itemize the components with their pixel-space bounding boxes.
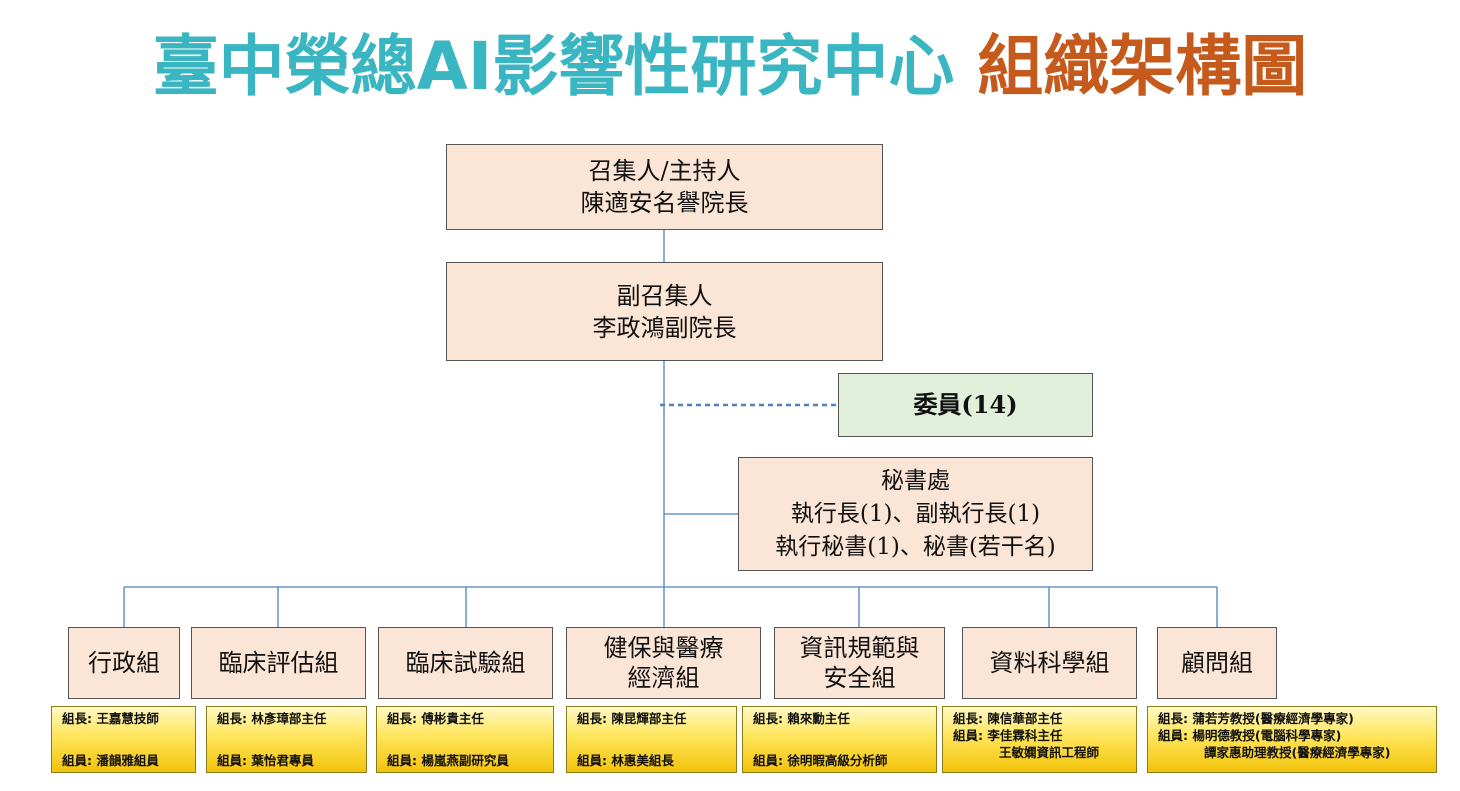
convener-box: 召集人/主持人 陳適安名譽院長 bbox=[446, 144, 883, 230]
card-leader-row: 組長: 王嘉慧技師 bbox=[62, 711, 159, 726]
secretariat-roles-2: 執行秘書(1)、秘書(若干名) bbox=[775, 533, 1056, 560]
card-leader-row: 組長: 陳昆輝部主任 bbox=[577, 711, 687, 726]
member-card-clinical-trial: 組長: 傅彬貴主任 組員: 楊嵐燕副研究員 bbox=[376, 706, 554, 773]
member-card-health-economics: 組長: 陳昆輝部主任 組員: 林惠美組長 bbox=[566, 706, 737, 773]
card-member-row: 組員: 徐明暇高級分析師 bbox=[753, 753, 888, 768]
convener-name: 陳適安名譽院長 bbox=[580, 189, 749, 217]
group-label-line2: 安全組 bbox=[823, 664, 896, 692]
member-name: 葉怡君專員 bbox=[251, 753, 314, 768]
card-leader-row: 組長: 賴來勳主任 bbox=[753, 711, 850, 726]
vice-convener-name: 李政鴻副院長 bbox=[592, 313, 737, 342]
member-card-data-science: 組長: 陳信華部主任 組員: 李佳霖科主任 王敏嫻資訊工程師 bbox=[942, 706, 1137, 773]
committee-box: 委員(14) bbox=[838, 373, 1093, 437]
secretariat-box: 秘書處 執行長(1)、副執行長(1) 執行秘書(1)、秘書(若干名) bbox=[738, 457, 1093, 571]
member-card-clinical-evaluation: 組長: 林彥璋部主任 組員: 葉怡君專員 bbox=[206, 706, 367, 773]
member-name: 林惠美組長 bbox=[611, 753, 674, 768]
page-title: 臺中榮總AI影響性研究中心 組織架構圖 bbox=[0, 22, 1460, 112]
card-leader-row: 組長: 蒲若芳教授(醫療經濟學專家) bbox=[1158, 711, 1354, 726]
member-name: 李佳霖科主任 bbox=[987, 728, 1063, 743]
vice-convener-box: 副召集人 李政鴻副院長 bbox=[446, 262, 883, 361]
card-member-row-2: 王敏嫻資訊工程師 bbox=[953, 744, 1132, 761]
group-label: 資訊規範與 bbox=[799, 634, 920, 662]
leader-name: 蒲若芳教授(醫療經濟學專家) bbox=[1192, 711, 1354, 726]
convener-title: 召集人/主持人 bbox=[588, 157, 741, 185]
member-name: 王敏嫻資訊工程師 bbox=[999, 745, 1100, 760]
leader-name: 王嘉慧技師 bbox=[96, 711, 159, 726]
card-leader-row: 組長: 傅彬貴主任 bbox=[387, 711, 484, 726]
group-box-health-economics: 健保與醫療 經濟組 bbox=[566, 627, 761, 699]
title-org-chart: 組織架構圖 bbox=[977, 28, 1308, 105]
card-member-row-2: 譚家惠助理教授(醫療經濟學專家) bbox=[1158, 744, 1432, 761]
secretariat-title: 秘書處 bbox=[881, 467, 950, 494]
group-label: 行政組 bbox=[88, 649, 160, 677]
group-box-info-security: 資訊規範與 安全組 bbox=[774, 627, 945, 699]
member-card-info-security: 組長: 賴來勳主任 組員: 徐明暇高級分析師 bbox=[742, 706, 937, 773]
group-box-data-science: 資料科學組 bbox=[962, 627, 1137, 699]
member-name: 徐明暇高級分析師 bbox=[787, 753, 888, 768]
leader-name: 陳信華部主任 bbox=[987, 711, 1063, 726]
secretariat-roles-1: 執行長(1)、副執行長(1) bbox=[790, 500, 1041, 527]
leader-name: 林彥璋部主任 bbox=[251, 711, 327, 726]
member-card-admin: 組長: 王嘉慧技師 組員: 潘韻雅組員 bbox=[51, 706, 196, 773]
card-member-row: 組員: 楊嵐燕副研究員 bbox=[387, 753, 509, 768]
member-name: 楊嵐燕副研究員 bbox=[421, 753, 509, 768]
group-label: 臨床試驗組 bbox=[405, 649, 526, 677]
card-member-row: 組員: 潘韻雅組員 bbox=[62, 753, 159, 768]
member-name: 楊明德教授(電腦科學專家) bbox=[1192, 728, 1342, 743]
group-label: 顧問組 bbox=[1181, 649, 1253, 677]
group-box-clinical-trial: 臨床試驗組 bbox=[378, 627, 553, 699]
leader-name: 傅彬貴主任 bbox=[421, 711, 484, 726]
group-box-admin: 行政組 bbox=[68, 627, 180, 699]
vice-convener-title: 副召集人 bbox=[616, 281, 713, 310]
group-label: 資料科學組 bbox=[989, 649, 1110, 677]
member-name: 譚家惠助理教授(醫療經濟學專家) bbox=[1204, 745, 1391, 760]
leader-name: 陳昆輝部主任 bbox=[611, 711, 687, 726]
card-leader-row: 組長: 林彥璋部主任 bbox=[217, 711, 327, 726]
member-card-advisory: 組長: 蒲若芳教授(醫療經濟學專家) 組員: 楊明德教授(電腦科學專家) 譚家惠… bbox=[1147, 706, 1437, 773]
leader-name: 賴來勳主任 bbox=[787, 711, 850, 726]
group-box-clinical-evaluation: 臨床評估組 bbox=[191, 627, 366, 699]
card-member-row: 組員: 林惠美組長 bbox=[577, 753, 674, 768]
group-label: 健保與醫療 bbox=[603, 634, 724, 662]
title-center-name: 臺中榮總AI影響性研究中心 bbox=[152, 28, 955, 105]
card-member-row: 組員: 楊明德教授(電腦科學專家) bbox=[1158, 728, 1342, 743]
group-label-line2: 經濟組 bbox=[627, 664, 700, 692]
group-box-advisory: 顧問組 bbox=[1157, 627, 1277, 699]
card-leader-row: 組長: 陳信華部主任 bbox=[953, 711, 1063, 726]
card-member-row: 組員: 李佳霖科主任 bbox=[953, 728, 1063, 743]
group-label: 臨床評估組 bbox=[218, 649, 339, 677]
committee-label: 委員(14) bbox=[913, 390, 1018, 419]
card-member-row: 組員: 葉怡君專員 bbox=[217, 753, 314, 768]
member-name: 潘韻雅組員 bbox=[96, 753, 159, 768]
